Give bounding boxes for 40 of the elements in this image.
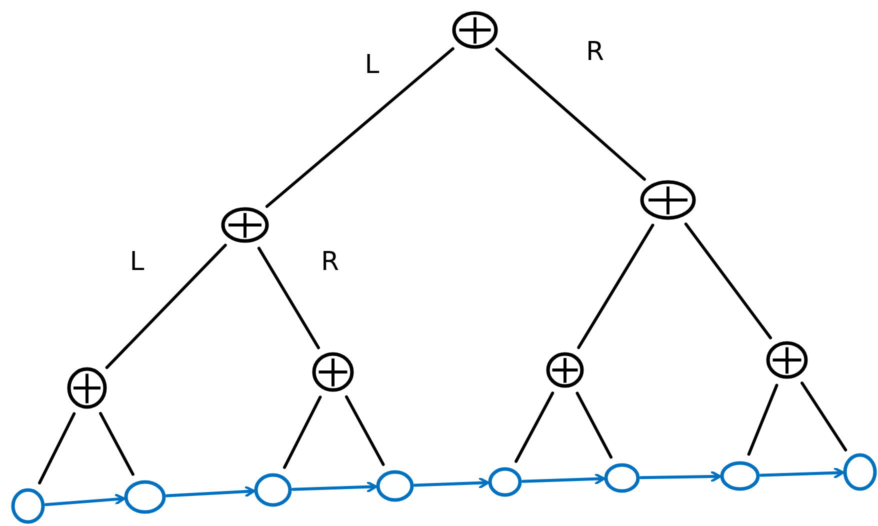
edge-label: R [586,39,604,65]
leaf-circle [11,488,45,524]
edge-label: R [320,249,340,275]
tree-branch-line [495,48,646,181]
leaf-circle [376,470,414,502]
arrow [640,470,722,483]
leaf-circle [720,461,760,491]
tree-branch-line [577,224,654,350]
tree-branch-line [257,246,320,350]
arrow [759,466,844,480]
plus-circle-node [67,367,107,409]
arrow [521,472,606,486]
plus-circle-node [640,180,696,220]
tree-branch-line [38,412,76,484]
leaf-circle [604,463,640,493]
tree-branch-line [800,382,848,452]
plus-circle-node [766,341,808,379]
tree-branch-line [514,392,554,463]
tree-branch-line [283,396,322,469]
edge-label: L [364,52,380,78]
tree-branch-line [747,384,778,456]
tree-branch-line [105,244,227,370]
leaf-circle [254,473,292,507]
plus-circle-node [546,352,584,388]
arrow [413,476,490,490]
edge-label: L [130,249,144,275]
leaf-circle [488,467,522,497]
arrow [291,480,378,494]
plus-circle-node [221,207,269,243]
tree-branch-line [99,412,134,476]
tree-branch-line [265,47,454,208]
leaf-circle [843,453,877,491]
arrow [165,485,256,498]
tree-branch-line [576,392,613,459]
plus-circle-node [452,11,498,49]
tree-branch-line [344,395,385,466]
plus-circle-node [312,352,354,392]
arrow [44,493,126,506]
leaf-circle [124,480,166,514]
tree-branch-line [684,222,772,340]
